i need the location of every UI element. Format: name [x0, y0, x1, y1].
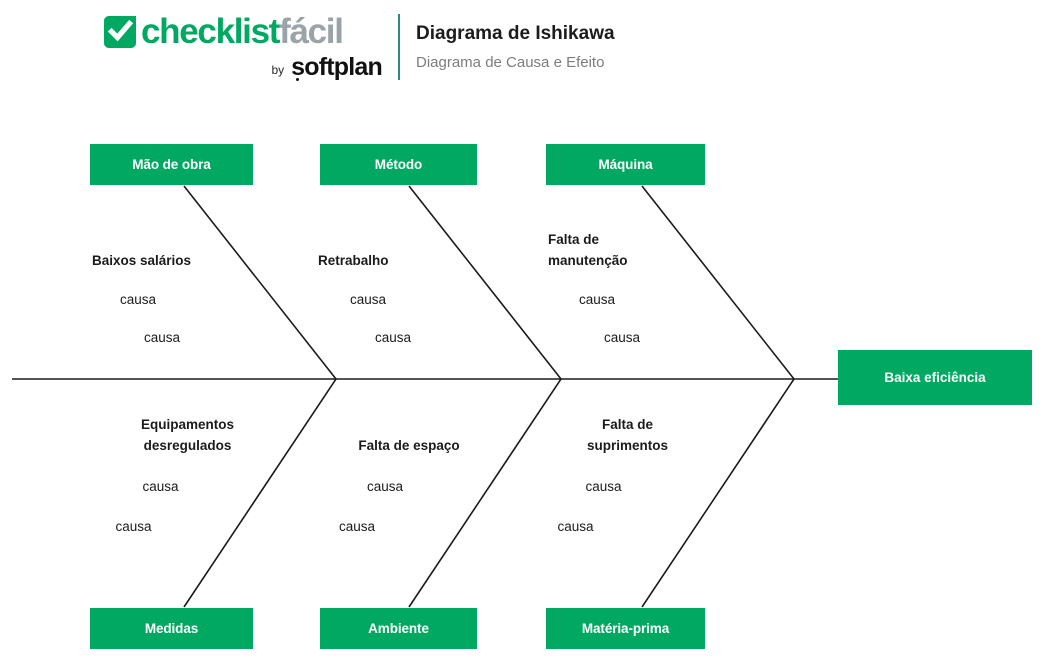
rib-top-2	[408, 185, 562, 380]
effect-box[interactable]: Baixa eficiência	[838, 350, 1032, 405]
sub-cause[interactable]: causa	[142, 479, 179, 494]
rib-bottom-2	[408, 378, 562, 608]
rib-top-3	[641, 185, 795, 380]
sub-cause[interactable]: causa	[604, 330, 641, 345]
rib-bottom-3	[641, 378, 795, 608]
category-box-medidas[interactable]: Medidas	[90, 608, 253, 649]
page-title: Diagrama de Ishikawa	[416, 23, 615, 44]
category-box-materia-prima[interactable]: Matéria-prima	[546, 608, 705, 649]
fishbone-canvas: Mão de obra Método Máquina Medidas Ambie…	[0, 100, 1046, 659]
effect-label: Baixa eficiência	[884, 370, 986, 385]
sub-cause[interactable]: causa	[579, 292, 616, 307]
category-label: Ambiente	[368, 621, 429, 636]
cause-group-ambiente: Falta de espaço causa causa	[310, 435, 508, 536]
cause-group-materia-prima: Falta de suprimentos causa causa	[530, 414, 725, 536]
brand-word-checklist: checklist	[141, 12, 280, 51]
category-box-maquina[interactable]: Máquina	[546, 144, 705, 185]
category-box-ambiente[interactable]: Ambiente	[320, 608, 477, 649]
rib-top-1	[183, 185, 337, 380]
primary-cause[interactable]: Falta de suprimentos	[586, 417, 668, 453]
primary-cause[interactable]: Falta de espaço	[358, 438, 460, 453]
primary-cause[interactable]: Baixos salários	[92, 253, 192, 268]
primary-cause[interactable]: Falta de manutenção	[548, 232, 628, 268]
page-subtitle: Diagrama de Causa e Efeito	[416, 54, 605, 71]
rib-bottom-1	[183, 378, 337, 608]
sub-cause[interactable]: causa	[350, 292, 387, 307]
category-box-metodo[interactable]: Método	[320, 144, 477, 185]
category-label: Matéria-prima	[581, 621, 670, 636]
sub-cause[interactable]: causa	[557, 519, 594, 534]
softplan-s-dot	[296, 78, 300, 81]
category-box-mao-de-obra[interactable]: Mão de obra	[90, 144, 253, 185]
brand-logo: checklistfácil by softplan	[100, 11, 383, 81]
brand-wordmark: checklistfácil	[141, 12, 344, 52]
cause-group-maquina: Falta de manutenção causa causa	[548, 229, 738, 347]
sub-cause[interactable]: causa	[115, 519, 152, 534]
brand-logo-main: checklistfácil	[100, 11, 344, 53]
category-label: Medidas	[144, 621, 199, 636]
sub-cause[interactable]: causa	[585, 479, 622, 494]
sub-cause[interactable]: causa	[375, 330, 412, 345]
primary-cause[interactable]: Equipamentos desregulados	[140, 417, 234, 453]
category-label: Máquina	[598, 157, 653, 172]
category-label: Mão de obra	[132, 157, 211, 172]
brand-by-label: by	[271, 63, 285, 77]
brand-parent-lockup: by softplan	[271, 53, 383, 81]
cause-group-medidas: Equipamentos desregulados causa causa	[90, 414, 285, 536]
sub-cause[interactable]: causa	[120, 292, 157, 307]
page-header: checklistfácil by softplan Diagrama de I…	[0, 0, 1046, 100]
sub-cause[interactable]: causa	[144, 330, 181, 345]
fishbone-skeleton	[12, 185, 840, 608]
header-title-block: Diagrama de Ishikawa Diagrama de Causa e…	[416, 22, 836, 73]
primary-cause[interactable]: Retrabalho	[318, 253, 389, 268]
header-divider	[398, 14, 400, 80]
sub-cause[interactable]: causa	[366, 479, 404, 494]
category-label: Método	[374, 157, 423, 172]
brand-word-facil: fácil	[279, 12, 344, 51]
sub-cause[interactable]: causa	[338, 519, 376, 534]
cause-group-mao-de-obra: Baixos salários causa causa	[92, 250, 282, 347]
brand-softplan-wordmark: softplan	[291, 53, 383, 81]
checkbox-check-icon	[100, 12, 140, 52]
cause-group-metodo: Retrabalho causa causa	[318, 250, 508, 347]
